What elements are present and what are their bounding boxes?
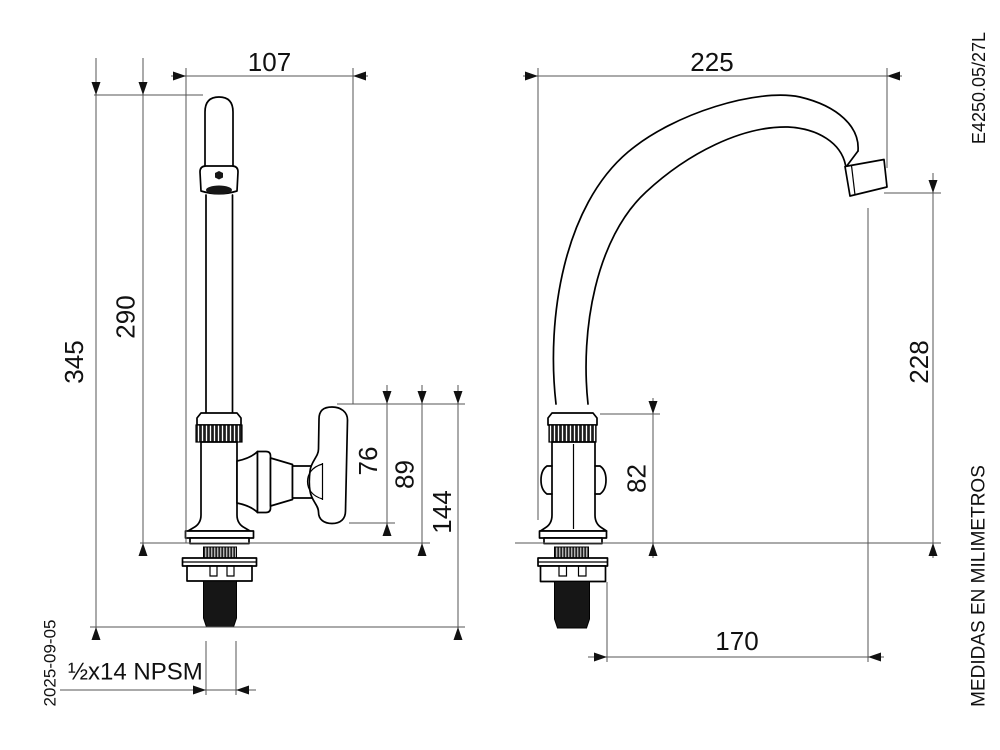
side-lock-nut [186, 565, 253, 582]
dim-label-reach-225: 225 [690, 47, 733, 77]
dim-label-outlet-offset-170: 170 [715, 626, 758, 656]
dim-345-arrow-top [91, 82, 101, 95]
dim-225-lines [523, 68, 902, 520]
side-aerator-opening [206, 185, 232, 195]
dim-label-overall-height-345: 345 [59, 340, 89, 383]
side-lock-nut-slots [209, 566, 235, 577]
dim-thread-arrow-right [236, 685, 249, 695]
date-stamp-label: 2025-09-05 [41, 620, 60, 707]
side-valve-taper [269, 457, 294, 507]
front-knurled-nut [548, 424, 597, 443]
front-thread-collar [554, 546, 589, 559]
dim-290-arrow-bottom [138, 543, 148, 556]
side-threaded-shank [203, 580, 237, 628]
side-valve-bonnet [256, 450, 272, 514]
front-spout-outlet [844, 158, 888, 197]
side-spout-tube-top [204, 96, 234, 168]
dim-345-290-lines [95, 58, 144, 640]
dim-label-depth-107: 107 [248, 47, 291, 77]
side-aerator-screw [215, 171, 223, 180]
front-handle-left-end [540, 465, 553, 495]
dim-82-arrow-top [648, 401, 658, 414]
front-view-dimensions: 225 228 82 170 [515, 47, 941, 662]
dim-228-arrow-bottom [928, 543, 938, 556]
product-code-label: E4250.05/27L [969, 32, 989, 144]
front-lock-nut [539, 565, 607, 583]
side-handle-hub-lines [306, 463, 324, 500]
dim-label-body-height-82: 82 [622, 464, 652, 493]
dim-144-arrow-top [453, 391, 463, 404]
side-collar-lip [196, 412, 242, 426]
front-view-drawing [537, 94, 888, 629]
dim-76-89-144-lines [386, 385, 459, 640]
side-base-flange-upper [184, 530, 255, 539]
dim-290-arrow-top [138, 82, 148, 95]
dim-170-arrow-right [868, 652, 881, 662]
side-view-dimensions: 107 345 290 76 89 144 ½x14 NPSM [59, 47, 465, 695]
units-note-label: MEDIDAS EN MILIMETROS [969, 465, 990, 707]
thread-size-label: ½x14 NPSM [68, 659, 203, 686]
dim-label-handle-to-deck-89: 89 [390, 460, 420, 489]
front-collar-lip [547, 412, 598, 426]
dim-82-arrow-bottom [648, 543, 658, 556]
dim-thread-lines [60, 641, 256, 695]
front-handle-right-end [594, 465, 607, 495]
dim-76-arrow-bottom [382, 523, 392, 536]
dim-label-spout-height-290: 290 [111, 295, 141, 338]
dim-225-arrow-left [525, 71, 538, 81]
dim-345-arrow-bottom [91, 627, 101, 640]
front-spout-inner-curve [585, 126, 847, 405]
side-handle [308, 406, 349, 525]
dim-76-arrow-top [382, 391, 392, 404]
front-lock-nut-slots [558, 566, 587, 577]
title-block: E4250.05/27L MEDIDAS EN MILIMETROS 2025-… [41, 32, 990, 707]
dim-228-arrow-top [928, 180, 938, 193]
side-thread-collar [203, 546, 237, 559]
dim-label-handle-height-76: 76 [353, 447, 383, 476]
side-view-drawing [181, 96, 349, 628]
dim-label-outlet-height-228: 228 [904, 340, 934, 383]
dim-144-arrow-bottom [453, 627, 463, 640]
dim-89-arrow-top [417, 391, 427, 404]
dim-89-arrow-bottom [417, 543, 427, 556]
front-spout-joint-line [845, 150, 859, 168]
dim-107-arrow-right [353, 71, 366, 81]
dim-170-lines [588, 208, 884, 662]
dim-thread-arrow-left [193, 685, 206, 695]
side-knurled-nut [195, 424, 243, 443]
dim-225-arrow-right [887, 71, 900, 81]
dim-82-lines [600, 398, 660, 558]
side-valve-bell [236, 450, 259, 514]
side-riser-tube [205, 194, 234, 414]
dim-107-extension-lines [185, 68, 354, 543]
dim-228-lines [884, 173, 941, 558]
front-spout-outer-curve [552, 94, 859, 405]
dim-label-handle-to-shank-144: 144 [427, 490, 457, 533]
dim-107-arrow-left [173, 71, 186, 81]
front-threaded-shank [554, 581, 590, 629]
front-base-flange-upper [538, 530, 608, 539]
dim-170-arrow-left [594, 652, 607, 662]
front-spout-outlet-band [850, 165, 856, 196]
